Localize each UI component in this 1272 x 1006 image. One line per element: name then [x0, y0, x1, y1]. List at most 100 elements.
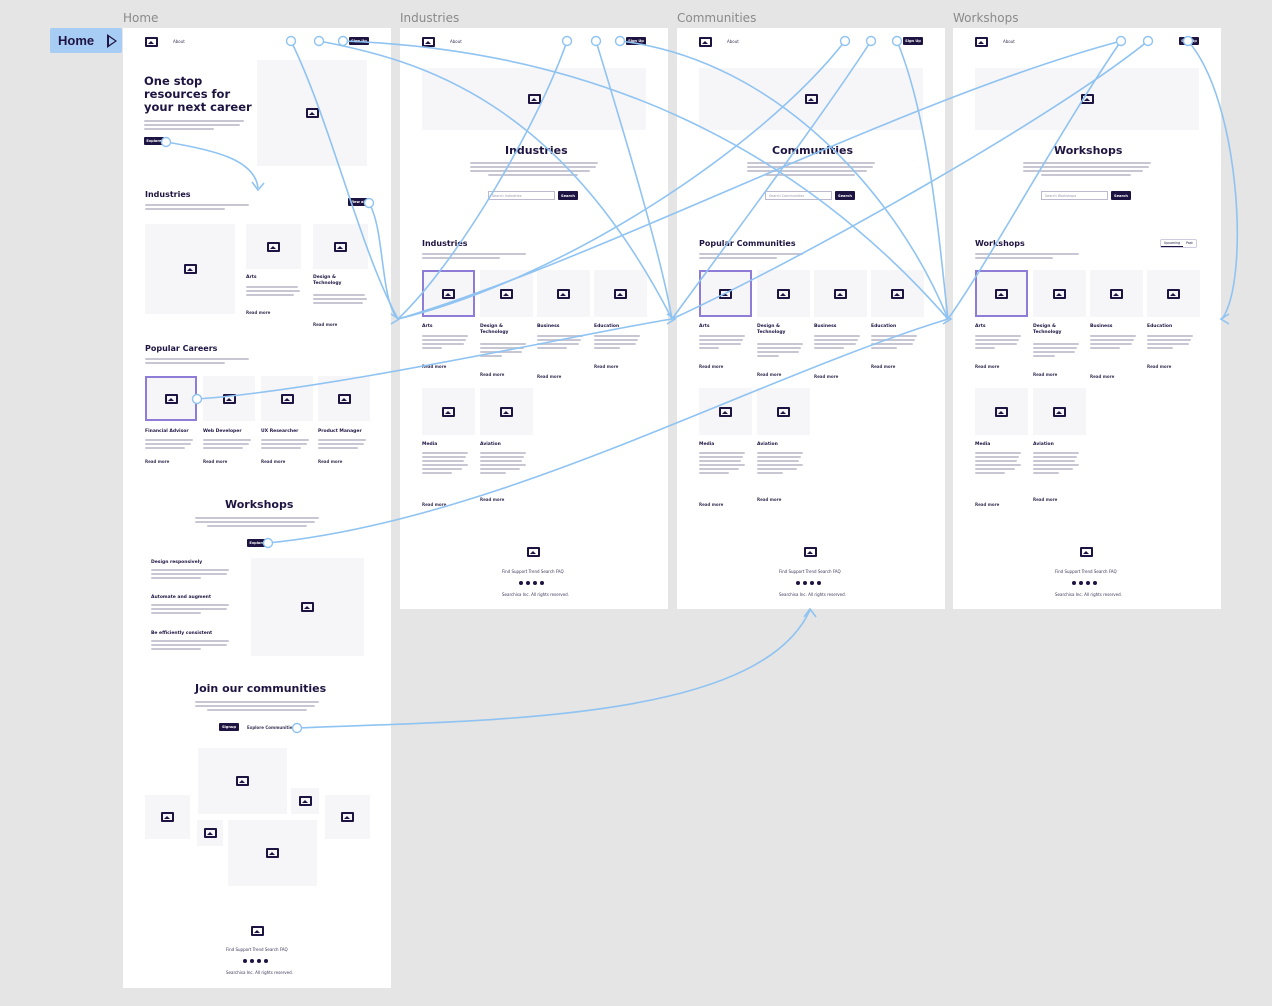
- play-icon[interactable]: [107, 33, 118, 48]
- footer-link-find[interactable]: Find: [502, 569, 511, 574]
- tab-upcoming[interactable]: Upcoming: [1161, 240, 1184, 247]
- facebook-icon[interactable]: [533, 581, 537, 585]
- card-read-more-media[interactable]: Read more: [422, 502, 447, 507]
- search-input[interactable]: Search Industries: [488, 191, 555, 200]
- footer-link-trend[interactable]: Trend: [1081, 569, 1093, 574]
- nav-signup-button[interactable]: Sign Up: [349, 37, 369, 45]
- footer-link-search[interactable]: Search: [817, 569, 832, 574]
- footer-link-find[interactable]: Find: [779, 569, 788, 574]
- tab-past[interactable]: Past: [1186, 241, 1193, 245]
- card-read-more-aviation[interactable]: Read more: [480, 497, 505, 502]
- search-input[interactable]: Search Workshops: [1041, 191, 1108, 200]
- nav-about-link[interactable]: About: [173, 39, 185, 44]
- frame-label-industries[interactable]: Industries: [400, 11, 460, 25]
- instagram-icon[interactable]: [243, 959, 247, 963]
- logo-icon[interactable]: [975, 37, 988, 47]
- card-read-more-arts[interactable]: Read more: [422, 364, 447, 369]
- footer-link-faq[interactable]: FAQ: [832, 569, 841, 574]
- footer-link-search[interactable]: Search: [264, 947, 279, 952]
- card-read-more-education[interactable]: Read more: [594, 364, 619, 369]
- search-input[interactable]: Search Communities: [765, 191, 832, 200]
- card-image-arts[interactable]: [975, 270, 1028, 317]
- nav-about-link[interactable]: About: [1003, 39, 1015, 44]
- footer-link-search[interactable]: Search: [540, 569, 555, 574]
- footer-link-trend[interactable]: Trend: [252, 947, 264, 952]
- card-read-more-education[interactable]: Read more: [871, 364, 896, 369]
- card-read-more-media[interactable]: Read more: [975, 502, 1000, 507]
- footer-link-support[interactable]: Support: [788, 569, 805, 574]
- nav-signup-button[interactable]: Sign Up: [1179, 37, 1199, 45]
- card-read-more-arts[interactable]: Read more: [699, 364, 724, 369]
- linkedin-icon[interactable]: [264, 959, 268, 963]
- card-read-more-arts[interactable]: Read more: [975, 364, 1000, 369]
- career-web-read-more[interactable]: Read more: [203, 459, 228, 464]
- instagram-icon[interactable]: [519, 581, 523, 585]
- home-frame[interactable]: About Sign Up One stop resources for you…: [123, 28, 391, 988]
- card-read-more-business[interactable]: Read more: [1090, 374, 1115, 379]
- nav-signup-button[interactable]: Sign Up: [903, 37, 923, 45]
- explore-communities-link[interactable]: Explore Communities: [247, 725, 295, 730]
- career-financial-read-more[interactable]: Read more: [145, 459, 170, 464]
- twitter-icon[interactable]: [526, 581, 530, 585]
- footer-link-support[interactable]: Support: [235, 947, 252, 952]
- search-button[interactable]: Search: [835, 191, 855, 200]
- footer-link-support[interactable]: Support: [511, 569, 528, 574]
- footer-link-support[interactable]: Support: [1064, 569, 1081, 574]
- facebook-icon[interactable]: [1086, 581, 1090, 585]
- workshops-explore-button[interactable]: Explore: [247, 539, 267, 547]
- search-button[interactable]: Search: [558, 191, 578, 200]
- footer-logo-icon[interactable]: [804, 547, 817, 557]
- card-image-arts[interactable]: [699, 270, 752, 317]
- communities-signup-button[interactable]: Signup: [219, 723, 239, 731]
- career-ux-read-more[interactable]: Read more: [261, 459, 286, 464]
- industry-arts-read-more[interactable]: Read more: [246, 310, 271, 315]
- industry-design-read-more[interactable]: Read more: [313, 322, 338, 327]
- footer-link-faq[interactable]: FAQ: [555, 569, 564, 574]
- career-financial-image[interactable]: [145, 376, 197, 421]
- card-read-more-business[interactable]: Read more: [537, 374, 562, 379]
- nav-signup-button[interactable]: Sign Up: [626, 37, 646, 45]
- linkedin-icon[interactable]: [1093, 581, 1097, 585]
- career-pm-read-more[interactable]: Read more: [318, 459, 343, 464]
- frame-label-communities[interactable]: Communities: [677, 11, 757, 25]
- footer-logo-icon[interactable]: [251, 926, 264, 936]
- instagram-icon[interactable]: [1072, 581, 1076, 585]
- card-read-more-design[interactable]: Read more: [757, 372, 782, 377]
- logo-icon[interactable]: [145, 37, 158, 47]
- facebook-icon[interactable]: [257, 959, 261, 963]
- footer-link-faq[interactable]: FAQ: [279, 947, 288, 952]
- footer-logo-icon[interactable]: [527, 547, 540, 557]
- card-read-more-business[interactable]: Read more: [814, 374, 839, 379]
- search-button[interactable]: Search: [1111, 191, 1131, 200]
- twitter-icon[interactable]: [1079, 581, 1083, 585]
- card-read-more-design[interactable]: Read more: [480, 372, 505, 377]
- card-read-more-aviation[interactable]: Read more: [1033, 497, 1058, 502]
- card-read-more-education[interactable]: Read more: [1147, 364, 1172, 369]
- footer-link-trend[interactable]: Trend: [528, 569, 540, 574]
- linkedin-icon[interactable]: [817, 581, 821, 585]
- flow-start-tag[interactable]: Home: [50, 28, 122, 53]
- footer-link-find[interactable]: Find: [226, 947, 235, 952]
- card-read-more-design[interactable]: Read more: [1033, 372, 1058, 377]
- card-image-arts[interactable]: [422, 270, 475, 317]
- industries-view-all-button[interactable]: View all: [348, 198, 368, 206]
- communities-frame[interactable]: About Sign Up Communities Search Communi…: [677, 28, 945, 609]
- frame-label-workshops[interactable]: Workshops: [953, 11, 1019, 25]
- industries-frame[interactable]: About Sign Up Industries Search Industri…: [400, 28, 668, 609]
- twitter-icon[interactable]: [250, 959, 254, 963]
- workshops-frame[interactable]: About Sign Up Workshops Search Workshops…: [953, 28, 1221, 609]
- instagram-icon[interactable]: [796, 581, 800, 585]
- card-read-more-aviation[interactable]: Read more: [757, 497, 782, 502]
- logo-icon[interactable]: [422, 37, 435, 47]
- logo-icon[interactable]: [699, 37, 712, 47]
- facebook-icon[interactable]: [810, 581, 814, 585]
- footer-logo-icon[interactable]: [1080, 547, 1093, 557]
- nav-about-link[interactable]: About: [727, 39, 739, 44]
- footer-link-search[interactable]: Search: [1093, 569, 1108, 574]
- frame-label-home[interactable]: Home: [123, 11, 159, 25]
- twitter-icon[interactable]: [803, 581, 807, 585]
- footer-link-find[interactable]: Find: [1055, 569, 1064, 574]
- footer-link-trend[interactable]: Trend: [805, 569, 817, 574]
- nav-about-link[interactable]: About: [450, 39, 462, 44]
- hero-explore-button[interactable]: Explore: [144, 137, 164, 145]
